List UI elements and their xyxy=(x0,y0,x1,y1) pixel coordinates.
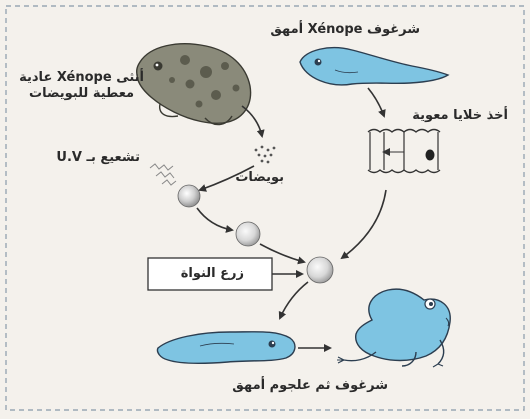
label-eggs: بويضات xyxy=(235,170,284,186)
label-nucleus-transplant: زرع النواة xyxy=(181,266,244,282)
label-bottom-caption: شرغوف ثم علجوم أمهق xyxy=(232,378,388,394)
arrow-to-cells xyxy=(368,88,384,116)
uv-rays-icon xyxy=(150,164,176,185)
recipient-egg-icon xyxy=(307,257,333,283)
arrow-uv-egg-to-egg xyxy=(197,208,232,230)
enucleated-egg-icon xyxy=(236,222,260,246)
eggs-cluster-icon xyxy=(255,146,276,164)
label-female-frog-line1: أنثى Xénope عادية xyxy=(19,70,144,86)
label-female-frog-line2: معطية للبويضات xyxy=(19,86,144,102)
albino-tadpole-top-icon xyxy=(300,48,448,85)
label-albino-tadpole-top: شرغوف Xénope أمهق xyxy=(270,22,420,38)
arrow-egg-to-tadpole xyxy=(280,282,308,318)
uv-treated-egg-icon xyxy=(178,185,200,207)
albino-tadpole-bottom-icon xyxy=(157,332,294,364)
label-intestinal-cells: أخذ خلايا معوية xyxy=(412,108,508,124)
female-frog-icon xyxy=(137,44,251,125)
arrow-cells-to-egg xyxy=(342,190,386,258)
label-female-frog: أنثى Xénope عادية معطية للبويضات xyxy=(19,70,144,103)
label-uv: تشعيع بـ U.V xyxy=(56,150,140,166)
intestinal-cells-icon xyxy=(368,130,440,173)
albino-frog-icon xyxy=(337,289,450,367)
